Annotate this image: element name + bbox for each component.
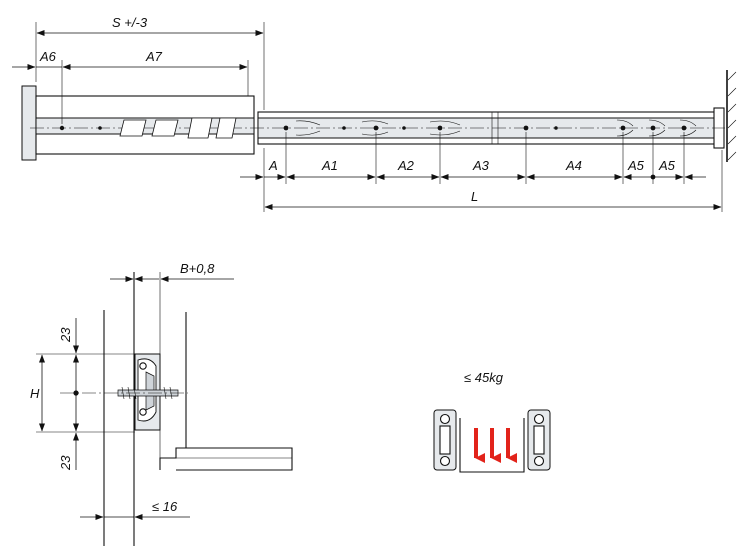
front-bracket (21, 85, 37, 161)
label-a3: A3 (472, 158, 490, 173)
label-max-16: ≤ 16 (152, 499, 178, 514)
mounting-holes (59, 119, 697, 137)
label-a: A (268, 158, 278, 173)
label-stroke: S +/-3 (112, 15, 148, 30)
slide-top-view: S +/-3 A6 A7 A A1 A2 A3 A4 A5 (12, 15, 737, 212)
load-capacity: ≤ 45kg (433, 370, 551, 473)
label-a2: A2 (397, 158, 415, 173)
label-bottom-23: 23 (58, 455, 73, 471)
label-load: ≤ 45kg (464, 370, 504, 385)
label-b: B+0,8 (180, 261, 215, 276)
label-a6: A6 (39, 49, 57, 64)
label-a1: A1 (321, 158, 338, 173)
label-length: L (471, 189, 478, 204)
rail-slots (119, 117, 237, 139)
label-a7: A7 (145, 49, 163, 64)
wall (726, 70, 737, 162)
label-a4: A4 (565, 158, 582, 173)
label-a5-left: A5 (627, 158, 645, 173)
label-top-23: 23 (58, 327, 73, 343)
side-section-view: H 23 23 B+0,8 ≤ 16 (30, 261, 293, 546)
label-height: H (30, 386, 40, 401)
label-a5-right: A5 (658, 158, 676, 173)
slide-profile (117, 353, 179, 431)
